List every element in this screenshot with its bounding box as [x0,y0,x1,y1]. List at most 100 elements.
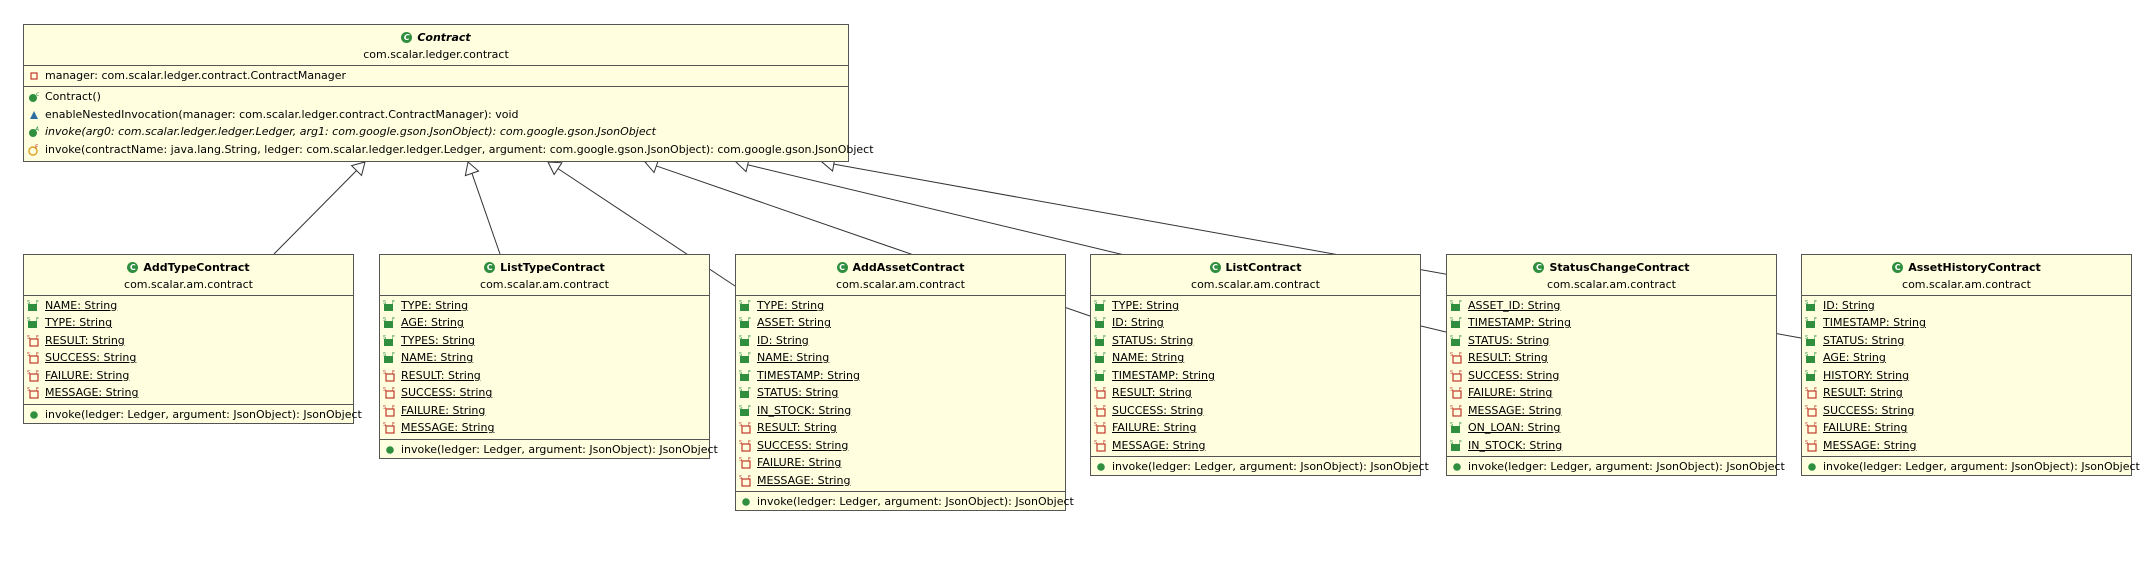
svg-text:F: F [1814,352,1817,358]
svg-text:S: S [1450,422,1453,428]
svg-text:S: S [27,387,30,393]
svg-text:S: S [383,405,386,411]
svg-text:S: S [1805,300,1808,306]
method-row: invoke(ledger: Ledger, argument: JsonObj… [736,493,1074,511]
svg-text:S: S [1805,387,1808,393]
generalization-arrowhead [547,161,563,176]
methods-section: invoke(ledger: Ledger, argument: JsonObj… [1091,456,1429,478]
methods-section: invoke(ledger: Ledger, argument: JsonObj… [1447,456,1785,478]
svg-text:F: F [1814,317,1817,323]
public-method-icon [1450,461,1464,473]
svg-text:S: S [1094,405,1097,411]
generalization-arrowhead [464,161,480,177]
svg-text:F: F [392,387,395,393]
svg-text:F: F [748,440,751,446]
methods-section: invoke(ledger: Ledger, argument: JsonObj… [380,438,718,461]
svg-text:S: S [739,352,742,358]
method-row: invoke(ledger: Ledger, argument: JsonObj… [1802,458,2140,476]
svg-text:F: F [36,300,39,306]
class-contract[interactable]: C Contract com.scalar.ledger.contract ma… [23,24,874,162]
svg-text:S: S [739,422,742,428]
package-name: com.scalar.am.contract [836,278,965,292]
svg-text:S: S [383,352,386,358]
svg-text:F: F [1103,387,1106,393]
svg-text:S: S [1805,440,1808,446]
svg-text:F: F [1459,317,1462,323]
svg-text:F: F [748,422,751,428]
svg-text:F: F [392,422,395,428]
svg-text:S: S [739,317,742,323]
svg-text:S: S [739,475,742,481]
svg-text:A: A [34,126,39,133]
public-method-icon [1805,461,1819,473]
svg-text:F: F [1103,335,1106,341]
svg-text:F: F [748,317,751,323]
methods-section: invoke(ledger: Ledger, argument: JsonObj… [736,491,1074,513]
fields-section: manager: com.scalar.ledger.contract.Cont… [24,64,848,87]
method-row: invoke(ledger: Ledger, argument: JsonObj… [1447,458,1785,476]
method-row: invoke(ledger: Ledger, argument: JsonObj… [380,441,718,459]
constructor-icon: c [27,91,41,103]
package-name: com.scalar.ledger.contract [363,48,509,62]
svg-text:S: S [383,335,386,341]
svg-text:S: S [1094,370,1097,376]
class-name: AddAssetContract [852,260,965,274]
svg-text:F: F [36,335,39,341]
svg-text:F: F [1814,335,1817,341]
class-icon: C [1209,262,1221,273]
class-name: ListTypeContract [500,260,605,274]
class-name: Contract [417,30,471,44]
method-row: invoke(ledger: Ledger, argument: JsonObj… [24,406,362,424]
svg-text:S: S [1450,335,1453,341]
generalization-arrowhead [350,161,366,177]
svg-text:F: F [392,317,395,323]
methods-section: invoke(ledger: Ledger, argument: JsonObj… [1802,456,2140,478]
svg-text:F: F [748,370,751,376]
public-method-icon [739,496,753,508]
